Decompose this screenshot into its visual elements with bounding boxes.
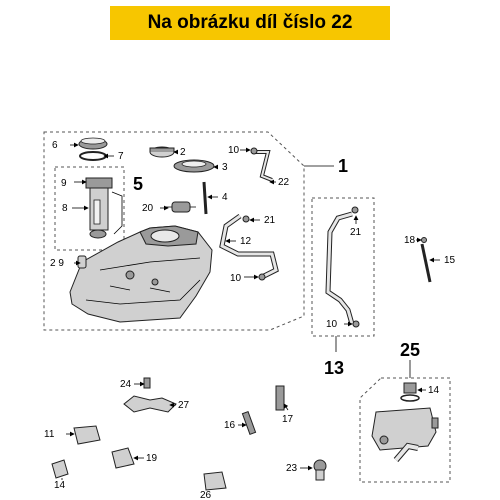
- evap-canister: [371, 407, 439, 462]
- label-14a: 14: [54, 480, 66, 491]
- filler-ring: [173, 159, 215, 173]
- label-27: 27: [178, 400, 190, 411]
- hose-group-outline: [311, 197, 375, 337]
- label-12: 12: [240, 236, 252, 247]
- fuel-cap-seal: [79, 151, 107, 161]
- label-24: 24: [120, 379, 132, 390]
- label-21b: 21: [350, 227, 362, 238]
- hose-clip-21b: [351, 206, 359, 214]
- label-2-9: 2 9: [50, 258, 64, 269]
- bolt-17: [275, 385, 285, 411]
- small-filter: [77, 255, 87, 269]
- seal-ring-25: [400, 394, 420, 402]
- leader-lines: [61, 142, 440, 480]
- fuel-cap-ring: [78, 137, 108, 150]
- clamp-19: [111, 447, 135, 469]
- label-18: 18: [404, 235, 416, 246]
- label-26: 26: [200, 490, 212, 500]
- label-8: 8: [62, 203, 68, 214]
- label-20: 20: [142, 203, 154, 214]
- label-25: 25: [400, 340, 420, 360]
- label-22: 22: [278, 177, 290, 188]
- breather-hose: [252, 150, 273, 182]
- bolt-16: [241, 410, 257, 436]
- part-number-banner: Na obrázku díl číslo 22: [110, 6, 390, 40]
- rod-15: [420, 243, 432, 283]
- bolt-24: [143, 377, 151, 389]
- label-15: 15: [444, 255, 456, 266]
- label-14b: 14: [428, 385, 440, 396]
- label-16: 16: [224, 420, 236, 431]
- cap-14b: [403, 382, 417, 394]
- long-vent-hose: [325, 211, 355, 325]
- bracket-27: [123, 395, 177, 413]
- label-4: 4: [222, 192, 228, 203]
- fuel-tank: [69, 225, 213, 323]
- label-9: 9: [61, 178, 67, 189]
- fuel-pump: [85, 177, 123, 239]
- filler-cap: [149, 146, 175, 158]
- rod-18: [421, 237, 427, 243]
- label-21a: 21: [264, 215, 276, 226]
- label-11: 11: [44, 429, 55, 440]
- bracket-11: [73, 425, 101, 445]
- label-2: 2: [180, 147, 186, 158]
- drain-tube: [202, 181, 208, 215]
- fuel-hose: [219, 213, 279, 279]
- grommet-14a: [51, 459, 69, 479]
- label-7: 7: [118, 151, 124, 162]
- fuel-tank-group-outline: [43, 131, 305, 331]
- label-17: 17: [282, 414, 294, 425]
- hose-clip-21a: [242, 215, 250, 223]
- hose-clip-10c: [352, 320, 360, 328]
- hose-clip-10b: [258, 273, 266, 281]
- label-23: 23: [286, 463, 298, 474]
- label-19: 19: [146, 453, 158, 464]
- label-10b: 10: [230, 273, 242, 284]
- fuel-filter: [166, 201, 196, 213]
- label-6: 6: [52, 140, 58, 151]
- nut-26: [203, 471, 227, 491]
- label-10a: 10: [228, 145, 240, 156]
- bolt-23: [313, 459, 327, 481]
- label-3: 3: [222, 162, 228, 173]
- label-10c: 10: [326, 319, 338, 330]
- banner-text: Na obrázku díl číslo 22: [147, 12, 353, 33]
- label-5: 5: [133, 174, 143, 194]
- hose-clip-10a: [250, 147, 258, 155]
- canister-group-outline: [359, 377, 451, 483]
- label-1: 1: [338, 156, 348, 176]
- label-13: 13: [324, 358, 344, 378]
